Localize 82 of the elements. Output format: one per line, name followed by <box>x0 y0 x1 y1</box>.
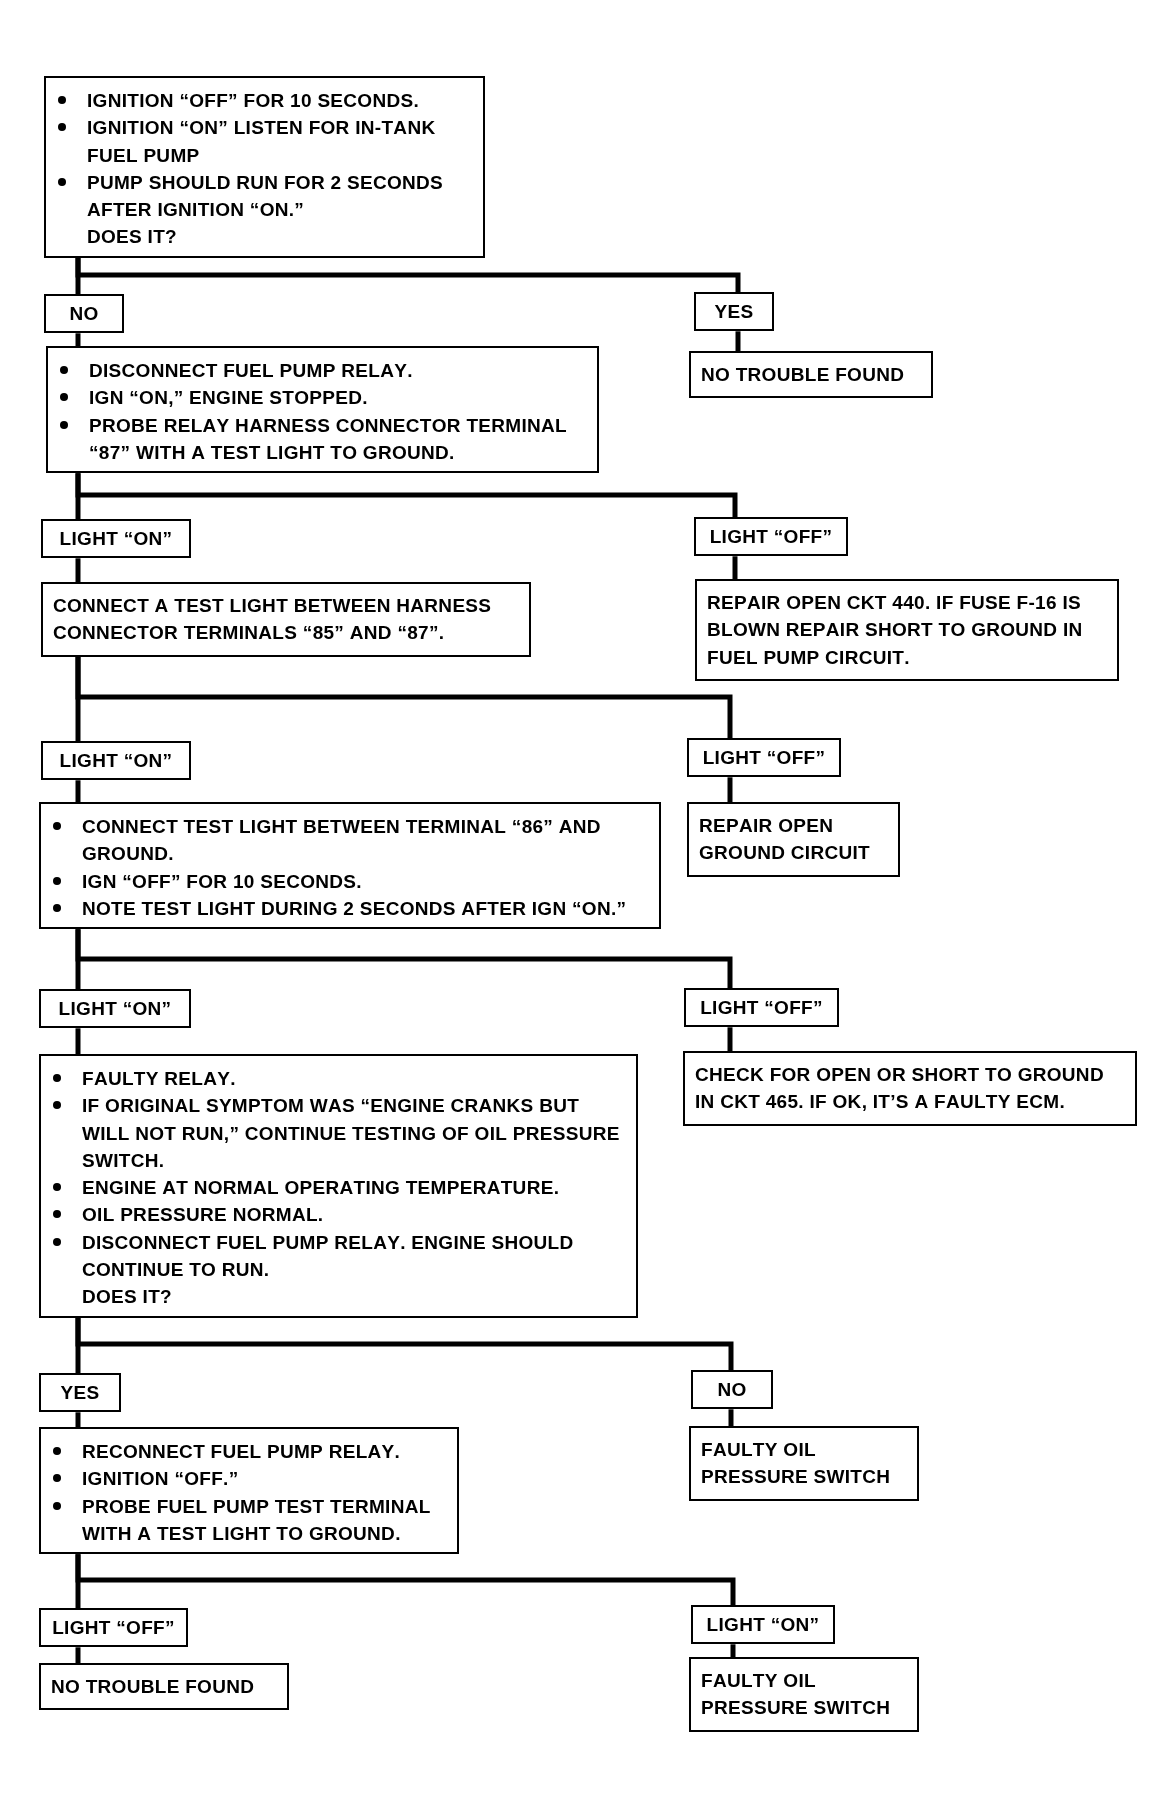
connector-line <box>75 1028 81 1054</box>
instruction-text: DISCONNECT FUEL PUMP RELAY. ENGINE SHOULD CONTINUE TO RUN. <box>82 1231 574 1281</box>
step-box <box>46 346 599 474</box>
branch-tag <box>44 294 124 334</box>
connector-line <box>75 780 81 802</box>
connector-line <box>75 257 741 292</box>
branch-tag <box>691 1605 835 1645</box>
step-box <box>44 76 485 258</box>
instruction-text: IGNITION “OFF” FOR 10 SECONDS. <box>87 90 420 111</box>
branch-tag <box>691 1370 773 1410</box>
step-box <box>39 1427 459 1555</box>
branch-label: LIGHT “ON” <box>59 528 173 549</box>
instruction-text: DOES IT? <box>87 226 177 248</box>
connector-line <box>730 1644 736 1657</box>
step-box <box>39 802 661 930</box>
instruction-text: OIL PRESSURE NORMAL. <box>82 1204 324 1226</box>
branch-label: LIGHT “OFF” <box>702 747 826 768</box>
branch-label: LIGHT “ON” <box>58 998 172 1019</box>
branch-tag <box>694 517 848 557</box>
connector-line <box>75 1554 736 1605</box>
connector-line <box>75 1412 81 1427</box>
result-text: CHECK FOR OPEN OR SHORT TO GROUND IN CKT 465. IF OK, IT’S A FAULTY ECM. <box>695 1064 1104 1113</box>
connector-line <box>75 558 81 582</box>
result-box <box>39 1663 289 1711</box>
instruction-text: IGN “OFF” FOR 10 SECONDS. <box>82 870 362 892</box>
result-box <box>683 1051 1137 1126</box>
instruction-text: FAULTY RELAY. <box>82 1068 236 1089</box>
branch-label: LIGHT “ON” <box>59 750 173 771</box>
branch-label: NO <box>69 303 99 324</box>
instruction-text: ENGINE AT NORMAL OPERATING TEMPERATURE. <box>82 1177 560 1199</box>
connector-line <box>75 656 733 738</box>
connector-line <box>727 1027 733 1051</box>
step-box <box>41 582 531 657</box>
step-box <box>39 1054 638 1318</box>
instruction-text: DISCONNECT FUEL PUMP RELAY. <box>89 360 413 381</box>
result-box <box>689 351 933 399</box>
instruction-text: IF ORIGINAL SYMPTOM WAS “ENGINE CRANKS BUT WILL NOT RUN,” CONTINUE TESTING OF OIL PRESSURE SWITCH. <box>82 1095 620 1171</box>
connector-line <box>75 333 81 346</box>
instruction-text: PROBE FUEL PUMP TEST TERMINAL WITH A TEST LIGHT TO GROUND. <box>82 1495 431 1544</box>
instruction-text: DOES IT? <box>82 1286 172 1308</box>
branch-label: NO <box>717 1379 747 1400</box>
result-text: FAULTY OIL PRESSURE SWITCH <box>701 1670 891 1719</box>
branch-label: YES <box>60 1382 100 1403</box>
instruction-text: PROBE RELAY HARNESS CONNECTOR TERMINAL “87” WITH A TEST LIGHT TO GROUND. <box>89 414 567 463</box>
connector-line <box>75 929 733 988</box>
instruction-text: RECONNECT FUEL PUMP RELAY. <box>82 1441 401 1462</box>
connector-line <box>75 473 738 517</box>
instruction-text: IGNITION “ON” LISTEN FOR IN-TANK FUEL PUMP <box>87 117 436 166</box>
branch-tag <box>687 738 841 778</box>
result-box <box>689 1657 919 1732</box>
connector-line <box>727 777 733 802</box>
result-box <box>695 579 1119 681</box>
branch-tag <box>39 989 191 1029</box>
connector-line <box>732 556 738 579</box>
instruction-text: CONNECT A TEST LIGHT BETWEEN HARNESS CONNECTOR TERMINALS “85” AND “87”. <box>53 595 492 644</box>
branch-tag <box>39 1373 121 1413</box>
instruction-text: PUMP SHOULD RUN FOR 2 SECONDS AFTER IGNITION “ON.” <box>87 171 443 221</box>
result-text: NO TROUBLE FOUND <box>51 1676 255 1697</box>
connector-line <box>75 1317 734 1370</box>
branch-tag <box>41 741 191 781</box>
result-text: REPAIR OPEN GROUND CIRCUIT <box>699 815 870 864</box>
instruction-text: CONNECT TEST LIGHT BETWEEN TERMINAL “86” AND GROUND. <box>82 816 601 865</box>
branch-label: LIGHT “OFF” <box>700 997 823 1018</box>
branch-label: LIGHT “OFF” <box>709 526 833 547</box>
branch-label: LIGHT “ON” <box>706 1614 820 1635</box>
result-box <box>687 802 900 877</box>
branch-label: LIGHT “OFF” <box>52 1617 175 1638</box>
branch-tag <box>694 292 774 332</box>
result-text: FAULTY OIL PRESSURE SWITCH <box>701 1439 891 1488</box>
instruction-text: IGN “ON,” ENGINE STOPPED. <box>89 387 368 409</box>
branch-tag <box>39 1608 188 1648</box>
connector-line <box>735 331 741 351</box>
connector-line <box>75 1647 81 1663</box>
branch-tag <box>684 988 839 1028</box>
result-text: REPAIR OPEN CKT 440. IF FUSE F-16 IS BLOWN REPAIR SHORT TO GROUND IN FUEL PUMP CIRCUIT. <box>707 592 1083 668</box>
branch-label: YES <box>714 301 754 322</box>
branch-tag <box>41 519 191 559</box>
instruction-text: NOTE TEST LIGHT DURING 2 SECONDS AFTER IGN “ON.” <box>82 897 627 919</box>
instruction-text: IGNITION “OFF.” <box>82 1468 239 1490</box>
result-box <box>689 1426 919 1501</box>
result-text: NO TROUBLE FOUND <box>701 364 905 385</box>
connector-line <box>728 1409 734 1426</box>
